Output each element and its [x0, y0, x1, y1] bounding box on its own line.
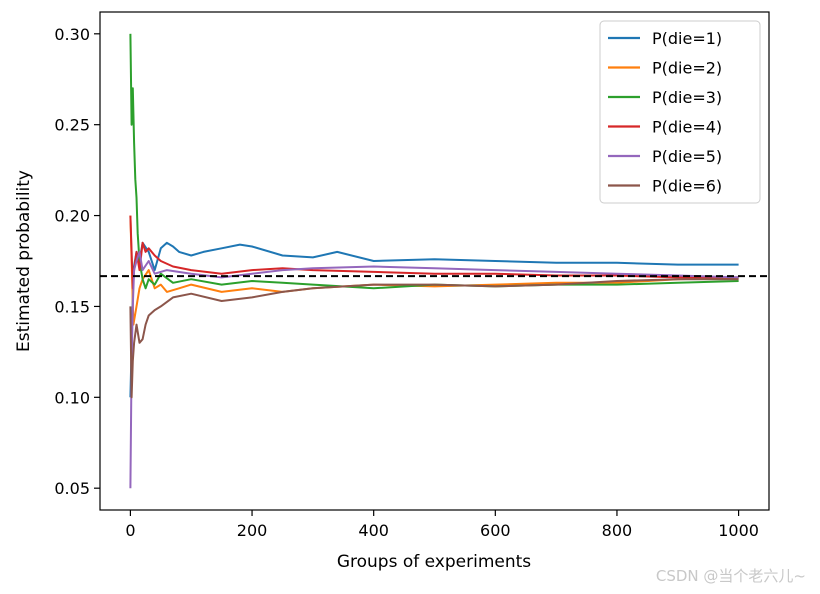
x-tick-label: 800: [602, 521, 633, 540]
x-tick-label: 0: [125, 521, 135, 540]
x-axis-title: Groups of experiments: [337, 552, 531, 572]
y-axis-title: Estimated probability: [14, 170, 34, 352]
legend-label: P(die=5): [652, 147, 722, 166]
x-tick-label: 1000: [718, 521, 759, 540]
y-tick-label: 0.20: [54, 207, 90, 226]
legend-label: P(die=4): [652, 118, 722, 137]
legend: P(die=1) P(die=2) P(die=3) P(die=4) P(die=5)…: [599, 20, 761, 204]
x-tick-label: 200: [237, 521, 268, 540]
legend-label: P(die=2): [652, 59, 722, 78]
x-tick-label: 400: [358, 521, 389, 540]
legend-label: P(die=6): [652, 177, 722, 196]
legend-label: P(die=3): [652, 88, 722, 107]
y-tick-label: 0.15: [54, 297, 90, 316]
y-axis: 0.05 0.10 0.15 0.20 0.25 0.30: [54, 25, 100, 498]
x-axis: 0 200 400 600 800 1000: [125, 510, 759, 540]
x-tick-label: 600: [480, 521, 511, 540]
series-line-5: [129, 250, 739, 489]
watermark-text: CSDN @当个老六儿~: [655, 567, 806, 585]
series-layer: [129, 33, 739, 489]
series-line-4: [129, 215, 739, 290]
legend-label: P(die=1): [652, 29, 722, 48]
series-line-2: [129, 215, 739, 326]
plot-frame: [99, 11, 770, 511]
series-line-6: [129, 278, 739, 399]
y-tick-label: 0.30: [54, 25, 90, 44]
y-tick-label: 0.10: [54, 388, 90, 407]
y-tick-label: 0.05: [54, 479, 90, 498]
y-tick-label: 0.25: [54, 116, 90, 135]
